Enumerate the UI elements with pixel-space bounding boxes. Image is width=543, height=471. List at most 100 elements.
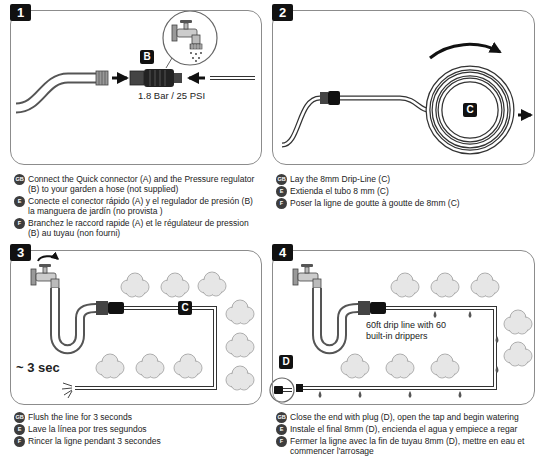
plant	[109, 367, 119, 377]
instruction-caption: Connect the Quick connector (A) and the …	[28, 174, 260, 194]
turn-arrow	[38, 256, 58, 261]
filter-magnifier	[198, 57, 200, 59]
language-flag: E	[276, 424, 287, 435]
plant	[174, 354, 202, 378]
dripper	[434, 311, 437, 318]
language-flag: GB	[14, 412, 25, 423]
instruction-caption: Rincer la ligne pendant 3 secondes	[28, 436, 260, 446]
dripper	[469, 311, 472, 318]
language-code: F	[276, 198, 287, 209]
garden-hose	[55, 288, 96, 349]
plant	[386, 354, 414, 378]
drip-line-coil	[428, 68, 512, 152]
plant	[354, 367, 364, 377]
language-code: F	[14, 436, 25, 447]
filter-magnifier	[192, 57, 194, 59]
filter-magnifier	[172, 20, 200, 44]
pressure-regulator	[144, 69, 182, 87]
language-code: GB	[276, 412, 287, 423]
language-flag: GB	[14, 174, 25, 185]
plant	[404, 286, 414, 296]
language-code: GB	[276, 174, 287, 185]
language-code: E	[276, 186, 287, 197]
drip-line	[282, 98, 320, 145]
callout-letter: D	[279, 355, 292, 369]
instruction-caption: Lay the 8mm Drip-Line (C)	[290, 174, 533, 184]
direction-arrow	[518, 114, 531, 117]
plant	[504, 310, 532, 334]
garden-hose	[99, 71, 105, 85]
drip-line	[302, 308, 495, 388]
plant	[211, 285, 221, 295]
language-code: GB	[14, 412, 25, 423]
plant	[239, 379, 249, 389]
language-code: F	[276, 436, 287, 447]
dripper	[496, 336, 499, 343]
plant	[517, 323, 527, 333]
drip-line-coil	[434, 74, 506, 146]
instruction-caption: Fermer la ligne avec la fin de tuyau 8mm…	[290, 436, 533, 456]
dripper	[319, 391, 322, 398]
language-flag: F	[276, 198, 287, 209]
drip-line	[210, 78, 255, 79]
plant	[431, 273, 459, 297]
end-plug	[296, 384, 303, 392]
callout-letter-text: C	[181, 302, 188, 314]
push-arrow	[189, 77, 205, 80]
language-code: E	[276, 424, 287, 435]
dripper	[496, 366, 499, 373]
plant	[444, 367, 454, 377]
language-flag: F	[276, 436, 287, 447]
quick-connector	[130, 71, 144, 85]
drip-line-coil	[340, 98, 428, 110]
drip-line	[282, 98, 320, 145]
garden-hose	[317, 288, 358, 349]
plant	[161, 273, 189, 297]
filter-magnifier	[190, 44, 202, 49]
garden-hose	[16, 78, 96, 108]
plant	[121, 273, 149, 297]
drip-line	[75, 308, 215, 388]
pressure-regulator	[96, 301, 124, 315]
plant	[226, 366, 254, 390]
plant	[444, 286, 454, 296]
instruction-caption: Lave la línea por tres segundos	[28, 424, 260, 434]
duration-note: ~ 3 sec	[16, 360, 60, 376]
drip-line	[210, 77, 255, 79]
filter-magnifier	[190, 52, 192, 54]
drip-line-coil	[440, 80, 500, 140]
drip-line-coil	[340, 98, 428, 110]
plant	[431, 354, 459, 378]
drip-line-coil	[440, 80, 500, 140]
quick-connector	[130, 71, 144, 85]
instruction-caption: Extienda el tubo 8 mm (C)	[290, 186, 533, 196]
pressure-regulator	[108, 302, 124, 314]
language-code: E	[14, 424, 25, 435]
drip-line	[282, 98, 320, 145]
dripper	[459, 391, 462, 398]
plant	[341, 354, 369, 378]
step-number: 3	[10, 244, 31, 261]
garden-hose	[317, 288, 358, 349]
garden-hose	[96, 71, 108, 85]
callout-letter: C	[463, 103, 476, 117]
callout-letter-text: B	[143, 51, 150, 63]
filter-magnifier	[192, 44, 201, 49]
pressure-regulator	[150, 70, 165, 86]
pressure-regulator	[370, 302, 386, 314]
pressure-regulator	[144, 69, 174, 87]
plant	[239, 313, 249, 323]
callout-letter: B	[140, 50, 153, 64]
pressure-regulator	[358, 301, 370, 315]
water-spray	[62, 383, 72, 398]
quick-connector	[328, 91, 340, 105]
water-spray	[62, 383, 72, 398]
garden-tap	[293, 264, 321, 288]
plant	[187, 367, 197, 377]
instruction-caption: Branchez le raccord rapide (A) et le rég…	[28, 218, 260, 238]
plant	[96, 272, 532, 390]
quick-connector	[320, 91, 340, 105]
pressure-regulator	[358, 301, 386, 315]
drip-line-coil	[340, 68, 512, 152]
